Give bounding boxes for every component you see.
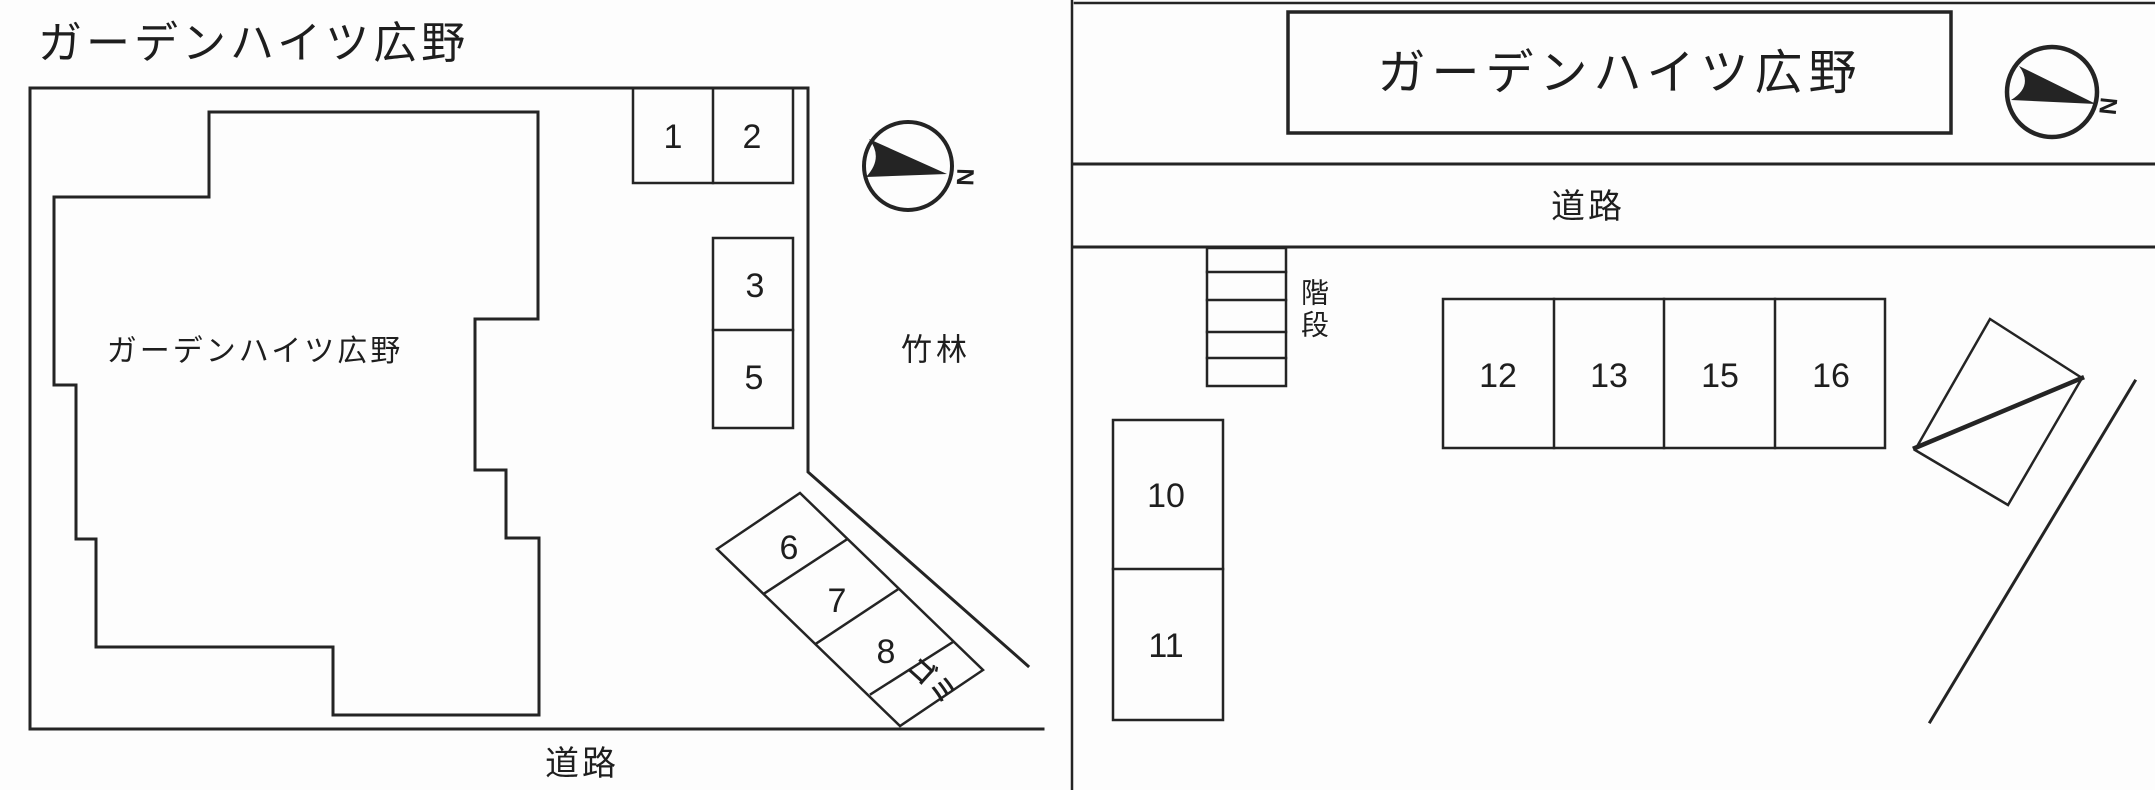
right-panel-title: ガーデンハイツ広野 [1377,47,1863,100]
right-road-label: 道路 [1551,188,1625,226]
parking-space-7-label: 7 [827,582,847,620]
left-road-label: 道路 [545,745,619,783]
parking-divider-7-8 [815,588,899,645]
bamboo-grove-label: 竹林 [901,332,971,368]
parking-space-6-label: 6 [779,529,799,567]
parking-space-15-label: 15 [1701,357,1739,395]
right-compass-circle [2004,44,2100,140]
parking-space-8-label: 8 [876,633,896,671]
stairs-label: 階段 [1298,278,1329,342]
left-site-boundary-bottom [28,86,1045,731]
parking-block-6-7-8-trash [715,491,985,728]
rotated-structure-diagonal [1912,375,2085,451]
parking-space-10-label: 10 [1147,477,1185,515]
right-compass-north-label: N [2093,96,2122,119]
parking-space-5-label: 5 [744,359,764,397]
parking-space-12-label: 12 [1479,357,1517,395]
left-compass-north-label: N [950,167,979,189]
left-building-outline [52,110,541,717]
left-compass-circle [862,120,954,212]
parking-divider-6-7 [763,538,848,595]
parking-space-2-label: 2 [742,118,762,156]
parking-space-3-label: 3 [745,267,765,305]
right-boundary-diagonal [1927,378,2138,725]
left-site-boundary-right [28,86,1031,669]
right-title-box [1286,10,1953,135]
parking-space-11-label: 11 [1148,627,1184,665]
right-compass-needle-icon [2011,66,2096,104]
parking-space-1-label: 1 [663,118,683,156]
left-panel-title: ガーデンハイツ広野 [38,19,470,68]
stairs-icon [1205,246,1288,388]
left-compass-needle-icon [866,139,947,177]
parking-space-13-label: 13 [1590,357,1628,395]
parking-box-3-5 [711,236,795,430]
parking-divider-8-trash [869,640,955,696]
left-building-label: ガーデンハイツ広野 [106,335,404,368]
parking-space-16-label: 16 [1812,357,1850,395]
rotated-structure-outline [1913,317,2084,507]
